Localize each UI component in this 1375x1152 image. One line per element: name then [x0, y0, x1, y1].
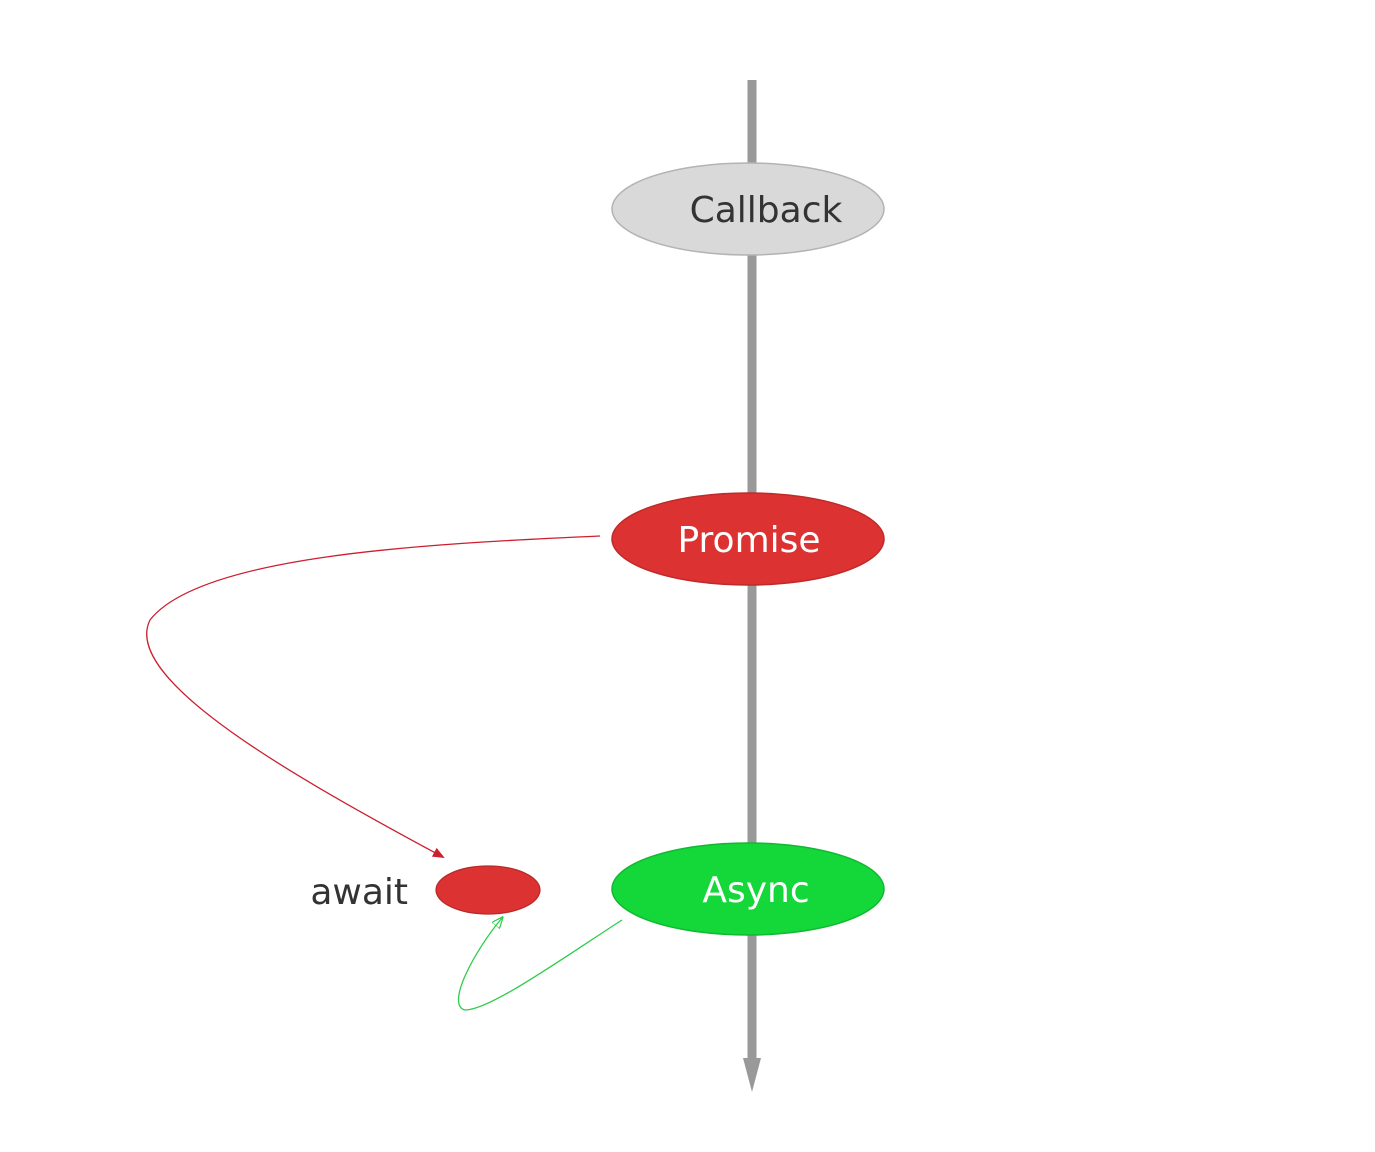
promise-to-await-arrow — [146, 535, 601, 858]
async-to-await-arrow — [457, 918, 623, 1011]
async-ellipse — [611, 842, 885, 936]
callback-label: Callback — [690, 190, 843, 231]
callback-node: Callback — [611, 162, 885, 256]
promise-label: Promise — [677, 520, 820, 561]
async-node: Async — [611, 842, 885, 936]
await-label: await — [310, 872, 408, 913]
callback-ellipse — [611, 162, 885, 256]
timeline-arrowhead — [743, 1058, 761, 1092]
promise-node: Promise — [611, 492, 885, 586]
promise-ellipse — [611, 492, 885, 586]
await-node: await — [310, 865, 541, 915]
await-ellipse — [435, 865, 541, 915]
async-label: Async — [702, 870, 809, 911]
